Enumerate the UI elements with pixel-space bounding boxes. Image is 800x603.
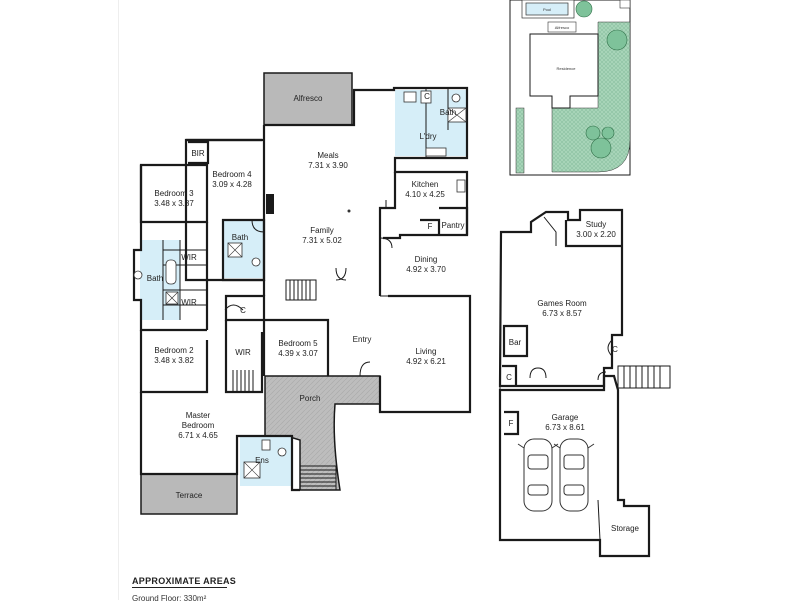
cupboard-marker: C <box>240 306 246 315</box>
terrace-label: Terrace <box>176 491 203 500</box>
wir-bottom-label: WIR <box>181 298 197 307</box>
garage-f-marker: F <box>509 419 514 428</box>
site-lawn-left <box>515 107 525 174</box>
pantry-label: Pantry <box>441 221 464 230</box>
approximate-areas-title: APPROXIMATE AREAS <box>132 576 237 586</box>
lower-c-marker: C <box>506 373 512 382</box>
bar-label: Bar <box>509 338 522 347</box>
bath-mid-label: Bath <box>232 233 248 242</box>
door-swings <box>224 200 393 377</box>
site-tree <box>585 125 601 141</box>
living-label: Living <box>416 347 437 356</box>
porch-label: Porch <box>300 394 321 403</box>
toilet-icon <box>420 90 432 104</box>
kitchen-sink-icon <box>425 147 447 157</box>
bath-left-label: Bath <box>147 274 163 283</box>
fireplace-icon <box>266 194 274 214</box>
basin-icon <box>133 270 143 280</box>
ground-floor: Alfresco Meals 7.31 x 3.90 Bath L'dry Ki… <box>132 72 472 515</box>
site-pool-label: Pool <box>543 7 551 12</box>
dining-dims: 4.92 x 3.70 <box>406 265 446 274</box>
study-label: Study <box>586 220 606 229</box>
ground-floor-area: Ground Floor: 330m² <box>132 594 207 603</box>
site-tree <box>601 126 615 140</box>
games-room-label: Games Room <box>537 299 587 308</box>
kitchen-label: Kitchen <box>412 180 439 189</box>
fixtures <box>133 90 467 479</box>
bedroom3-dims: 3.48 x 3.87 <box>154 199 194 208</box>
garage-dims: 6.73 x 8.61 <box>545 423 585 432</box>
storage-label: Storage <box>611 524 640 533</box>
site-residence <box>529 33 599 109</box>
bedroom5-dims: 4.39 x 3.07 <box>278 349 318 358</box>
bedroom2-dims: 3.48 x 3.82 <box>154 356 194 365</box>
ensuite-label: Ens <box>255 456 269 465</box>
approximate-areas-underline <box>132 587 227 588</box>
study-dims: 3.00 x 2.20 <box>576 230 616 239</box>
games-room-dims: 6.73 x 8.57 <box>542 309 582 318</box>
family-dims: 7.31 x 5.02 <box>302 236 342 245</box>
bath-tub-icon <box>165 259 177 285</box>
site-pool <box>525 2 569 16</box>
lower-floor: Study 3.00 x 2.20 Games Room 6.73 x 8.57… <box>498 208 671 558</box>
page-margin-line <box>118 0 119 600</box>
games-c-marker: C <box>612 345 618 354</box>
ldry-bath-label: Bath <box>440 108 456 117</box>
car-icon <box>553 438 595 512</box>
bedroom2-label: Bedroom 2 <box>154 346 194 355</box>
basin-icon <box>277 447 287 457</box>
site-tree <box>575 0 593 18</box>
bedroom4-label: Bedroom 4 <box>212 170 252 179</box>
stairs <box>232 279 337 491</box>
wir-top-label: WIR <box>181 253 197 262</box>
wir-center-label: WIR <box>235 348 251 357</box>
fridge-icon <box>456 179 466 193</box>
entry-label: Entry <box>353 335 372 344</box>
ldry-c-marker: C <box>424 92 430 101</box>
bedroom5-label: Bedroom 5 <box>278 339 318 348</box>
site-tree <box>606 29 628 51</box>
bedroom3-label: Bedroom 3 <box>154 189 194 198</box>
bedroom4-dims: 3.09 x 4.28 <box>212 180 252 189</box>
car-icon <box>517 438 559 512</box>
basin-icon <box>251 257 261 267</box>
basin-icon <box>451 93 461 103</box>
laundry-tub-icon <box>403 91 417 103</box>
ldry-label: L'dry <box>419 132 436 141</box>
meals-dims: 7.31 x 3.90 <box>308 161 348 170</box>
family-label: Family <box>310 226 334 235</box>
site-residence-label: Residence <box>557 66 577 71</box>
fridge-marker: F <box>428 222 433 231</box>
kitchen-dims: 4.10 x 4.25 <box>405 190 445 199</box>
porch-area <box>264 375 381 491</box>
master-dims: 6.71 x 4.65 <box>178 431 218 440</box>
alfresco-label: Alfresco <box>294 94 323 103</box>
site-alfresco-label: Alfresco <box>555 25 570 30</box>
meals-label: Meals <box>317 151 338 160</box>
bir-label: BIR <box>191 149 205 158</box>
toilet-icon <box>261 439 271 451</box>
alfresco-area <box>263 72 353 126</box>
site-tree <box>590 137 612 159</box>
master-label: Master <box>186 411 211 420</box>
master-label-2: Bedroom <box>182 421 215 430</box>
garage-label: Garage <box>552 413 579 422</box>
living-dims: 4.92 x 6.21 <box>406 357 446 366</box>
site-plan: Pool Alfresco Residence <box>509 0 631 176</box>
dining-label: Dining <box>415 255 438 264</box>
